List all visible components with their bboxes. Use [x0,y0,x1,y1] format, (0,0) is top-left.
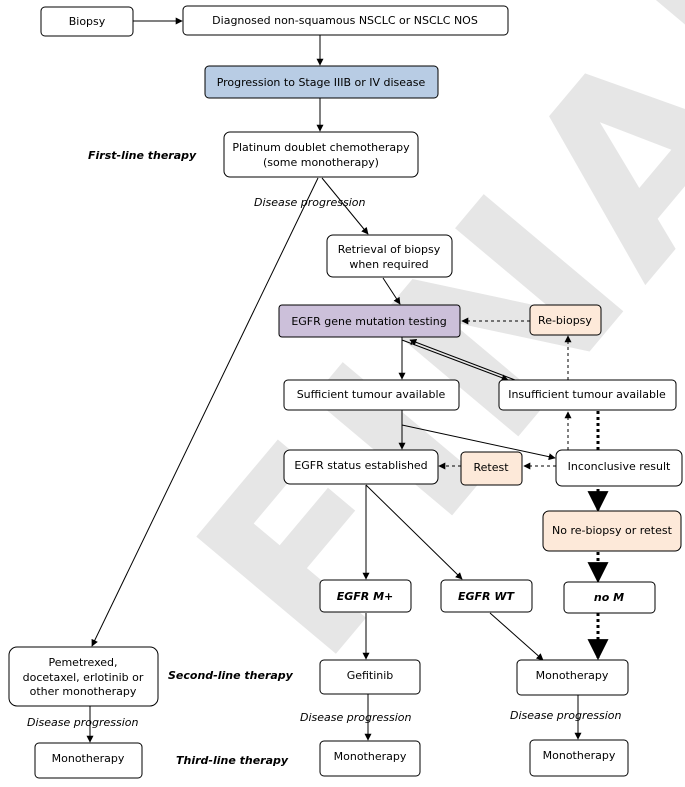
node-retrieval-line2: when required [349,258,428,271]
label-second-line: Second-line therapy [168,669,294,682]
node-sufficient: Sufficient tumour available [283,379,460,411]
node-rebiopsy-label: Re-biopsy [538,314,592,327]
node-no-rebiopsy: No re-biopsy or retest [542,510,682,552]
node-no-m: no M [563,581,656,614]
label-dp-center: Disease progression [300,711,412,724]
arrow-insufficient-egfr [409,338,516,381]
node-mono-right: Monotherapy [529,739,629,777]
node-retest-label: Retest [473,461,509,474]
node-mono-center-label: Monotherapy [334,750,407,763]
node-platinum: Platinum doublet chemotherapy (some mono… [223,131,419,178]
node-egfr-wt: EGFR WT [440,579,533,613]
arrow-platinum-pemetrexed [91,177,319,647]
node-retest: Retest [460,451,523,486]
node-mono-right-label: Monotherapy [543,749,616,762]
node-inconclusive: Inconclusive result [555,449,683,487]
arrow-wt-monotherapy [489,612,544,661]
node-gefitinib: Gefitinib [319,659,421,695]
node-monotherapy-mid: Monotherapy [516,659,629,696]
node-no-m-label: no M [594,591,624,604]
node-egfr-mplus: EGFR M+ [319,579,412,613]
node-diagnosed: Diagnosed non-squamous NSCLC or NSCLC NO… [182,5,509,36]
label-dp-right: Disease progression [510,709,622,722]
node-inconclusive-label: Inconclusive result [568,460,671,473]
node-pemetrexed-line1: Pemetrexed, [48,656,117,669]
node-pemetrexed-line3: other monotherapy [30,685,137,698]
label-first-line: First-line therapy [88,149,197,162]
arrow-sufficient-inconclusive [401,424,556,461]
node-retrieval: Retrieval of biopsy when required [326,234,453,278]
node-sufficient-label: Sufficient tumour available [297,388,446,401]
node-monotherapy-mid-label: Monotherapy [536,669,609,682]
node-biopsy-label: Biopsy [69,15,106,28]
node-egfr-status-label: EGFR status established [294,459,427,472]
node-insufficient: Insufficient tumour available [498,379,677,411]
arrow-platinum-retrieval [321,177,369,235]
node-platinum-line2: (some monotherapy) [263,156,379,169]
node-mono-left-label: Monotherapy [52,752,125,765]
node-insufficient-label: Insufficient tumour available [508,388,666,401]
node-egfr-status: EGFR status established [283,449,439,485]
label-third-line: Third-line therapy [176,754,289,767]
arrow-sufficient-insufficient [410,340,413,346]
node-pemetrexed-line2: docetaxel, erlotinib or [23,671,144,684]
node-biopsy: Biopsy [40,6,134,37]
label-dp-left: Disease progression [27,716,139,729]
node-gefitinib-label: Gefitinib [347,669,394,682]
node-egfr-testing: EGFR gene mutation testing [278,304,461,338]
arrow-retrieval-egfr [382,277,401,305]
node-egfr-mplus-label: EGFR M+ [337,590,394,603]
node-egfr-testing-label: EGFR gene mutation testing [291,315,446,328]
connectors [86,17,609,743]
node-pemetrexed: Pemetrexed, docetaxel, erlotinib or othe… [8,646,159,707]
node-progression-label: Progression to Stage IIIB or IV disease [217,76,426,89]
node-diagnosed-label: Diagnosed non-squamous NSCLC or NSCLC NO… [212,14,478,27]
node-retrieval-line1: Retrieval of biopsy [338,243,441,256]
arrow-egfr-insufficient [401,339,509,382]
node-platinum-line1: Platinum doublet chemotherapy [232,141,410,154]
node-progression: Progression to Stage IIIB or IV disease [204,65,439,99]
node-mono-left: Monotherapy [34,742,143,779]
node-no-rebiopsy-label: No re-biopsy or retest [552,524,673,537]
node-mono-center: Monotherapy [319,740,421,777]
node-egfr-wt-label: EGFR WT [458,590,515,603]
arrow-status-wt [365,484,463,580]
node-rebiopsy: Re-biopsy [529,304,602,336]
label-dp-top: Disease progression [254,196,366,209]
